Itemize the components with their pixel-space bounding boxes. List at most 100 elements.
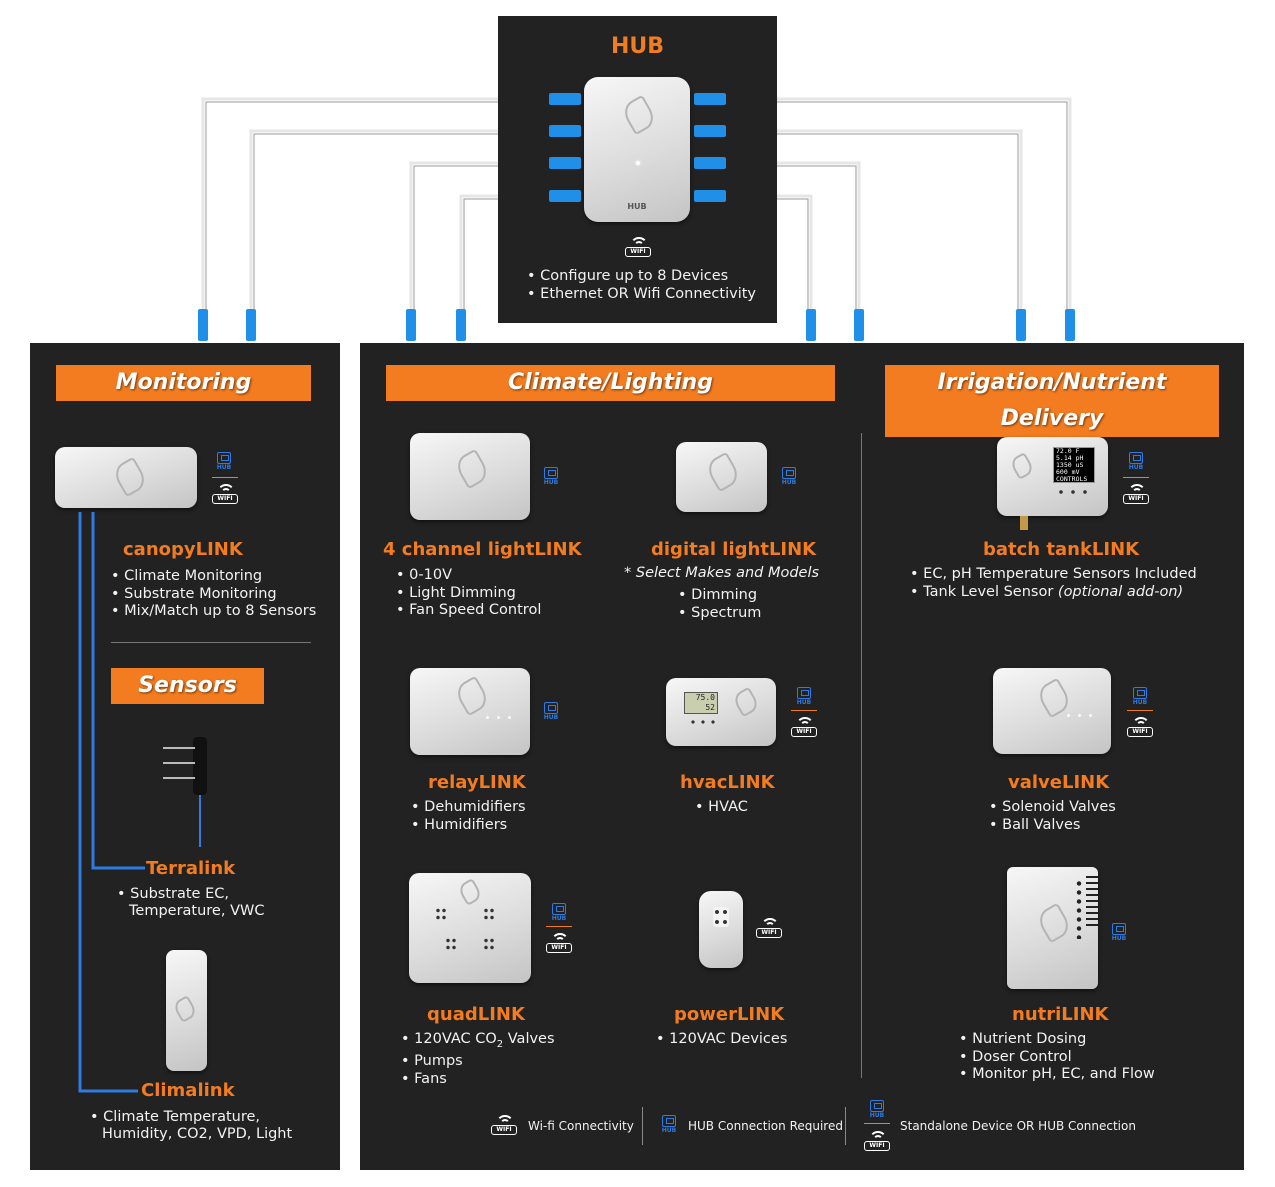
hub-connection-icon: HUB <box>542 702 560 722</box>
leaf-logo-icon <box>452 448 492 490</box>
quadlink-title: quadLINK <box>427 1004 525 1025</box>
list-item: Ball Valves <box>989 817 1116 835</box>
digital-lightlink-title: digital lightLINK <box>651 539 817 560</box>
quadlink-feature-list: 120VAC CO2 Valves Pumps Fans <box>401 1031 555 1089</box>
canopylink-feature-list: Climate Monitoring Substrate Monitoring … <box>111 568 316 621</box>
hub-connection-icon: HUB <box>780 467 798 487</box>
list-item: Light Dimming <box>396 585 541 603</box>
divider <box>111 642 311 643</box>
valvelink-feature-list: Solenoid Valves Ball Valves <box>989 799 1116 834</box>
nutrilink-ports <box>1086 876 1098 926</box>
valvelink-device <box>993 668 1111 754</box>
powerlink-feature-list: 120VAC Devices <box>656 1031 787 1049</box>
terralink-title: Terralink <box>146 858 236 879</box>
quadlink-device <box>409 873 531 983</box>
ethernet-connector-icon <box>694 157 726 169</box>
canopylink-title: canopyLINK <box>123 539 243 560</box>
ethernet-connector-icon <box>694 93 726 105</box>
legend-divider <box>642 1107 643 1145</box>
ethernet-connector-icon <box>854 309 864 341</box>
powerlink-title: powerLINK <box>674 1004 785 1025</box>
legend-hub-icon: HUB <box>868 1100 886 1120</box>
legend-wifi-icon: WIFI <box>491 1115 517 1135</box>
monitoring-banner: Monitoring <box>56 365 311 401</box>
wifi-icon: WIFI <box>546 933 572 953</box>
sensor-wires <box>78 512 145 1093</box>
list-item: Climate Monitoring <box>111 568 316 586</box>
ethernet-connector-icon <box>456 309 466 341</box>
hvaclink-title: hvacLINK <box>680 772 775 793</box>
irrigation-banner: Irrigation/Nutrient Delivery <box>885 365 1219 437</box>
list-item: HVAC <box>695 799 748 817</box>
hvac-humidity-readout: 52 <box>705 703 715 712</box>
climalink-feature-list: Climate Temperature, <box>90 1109 260 1127</box>
column-divider <box>861 433 862 1078</box>
light4-title: 4 channel lightLINK <box>383 539 582 560</box>
list-item: Solenoid Valves <box>989 799 1116 817</box>
sensors-banner: Sensors <box>111 668 264 704</box>
leaf-logo-icon <box>171 994 199 1024</box>
hub-device-label: HUB <box>627 202 647 211</box>
hub-connection-icon: HUB <box>1127 452 1145 472</box>
icon-divider <box>1127 710 1153 711</box>
leaf-logo-icon <box>1034 677 1074 719</box>
digital-lightlink-note: * Select Makes and Models <box>624 565 820 581</box>
list-item: Dehumidifiers <box>411 799 525 817</box>
wifi-icon: WIFI <box>625 237 651 257</box>
hub-connection-icon: HUB <box>1110 923 1128 943</box>
digital-lightlink-device <box>676 442 767 512</box>
list-item: Climate Temperature, <box>90 1109 260 1127</box>
light4-feature-list: 0-10V Light Dimming Fan Speed Control <box>396 567 541 620</box>
powerlink-device <box>699 891 743 968</box>
wifi-icon: WIFI <box>1127 717 1153 737</box>
ethernet-connector-icon <box>694 190 726 202</box>
list-item: Ethernet OR Wifi Connectivity <box>527 286 756 304</box>
climate-lighting-banner: Climate/Lighting <box>386 365 835 401</box>
list-item: Substrate EC, <box>117 886 229 904</box>
list-item: Substrate Monitoring <box>111 586 316 604</box>
outlet-icon <box>483 907 495 921</box>
leaf-logo-icon <box>1034 902 1074 944</box>
probe-connector-icon <box>1020 516 1028 530</box>
ethernet-connector-icon <box>549 190 581 202</box>
list-item: Mix/Match up to 8 Sensors <box>111 603 316 621</box>
leaf-logo-icon <box>1008 451 1036 481</box>
list-item: Fans <box>401 1071 555 1089</box>
ethernet-connector-icon <box>549 157 581 169</box>
icon-divider <box>864 1123 890 1124</box>
ethernet-connector-icon <box>198 309 208 341</box>
climalink-title: Climalink <box>141 1080 235 1101</box>
hvac-temp-readout: 75.0 <box>695 693 715 702</box>
ethernet-connector-icon <box>549 93 581 105</box>
hvaclink-device: 75.0 52 <box>666 678 776 746</box>
leaf-logo-icon <box>731 686 761 718</box>
list-item: Doser Control <box>959 1049 1155 1067</box>
hvaclink-feature-list: HVAC <box>695 799 748 817</box>
legend-divider <box>845 1107 846 1145</box>
outlet-icon <box>483 937 495 951</box>
hub-status-led <box>636 161 640 165</box>
batch-tank-screen: 72.0 F 5.14 pH 1350 uS 600 mV CONTROLS <box>1053 447 1095 483</box>
list-item: Pumps <box>401 1053 555 1071</box>
climalink-feature-cont: Humidity, CO2, VPD, Light <box>102 1126 293 1142</box>
hub-title: HUB <box>610 34 665 59</box>
terralink-cable <box>199 795 201 847</box>
hub-connection-icon: HUB <box>795 687 813 707</box>
ethernet-connector-icon <box>806 309 816 341</box>
wifi-icon: WIFI <box>756 918 782 938</box>
batch-tanklink-title: batch tankLINK <box>983 539 1140 560</box>
outlet-icon <box>435 907 447 921</box>
icon-divider <box>1123 477 1149 478</box>
leaf-logo-icon <box>456 877 484 907</box>
outlet-icon <box>445 937 457 951</box>
leaf-logo-icon <box>619 94 659 136</box>
nutrilink-title: nutriLINK <box>1012 1004 1109 1025</box>
list-item: Spectrum <box>678 605 761 623</box>
hub-connection-icon: HUB <box>542 467 560 487</box>
icon-divider <box>791 710 817 711</box>
wifi-icon: WIFI <box>212 484 238 504</box>
icon-divider <box>546 926 572 927</box>
legend-wifi-icon: WIFI <box>864 1131 890 1151</box>
list-item: 120VAC CO2 Valves <box>401 1031 554 1053</box>
legend-hub-label: HUB Connection Required <box>688 1119 843 1133</box>
